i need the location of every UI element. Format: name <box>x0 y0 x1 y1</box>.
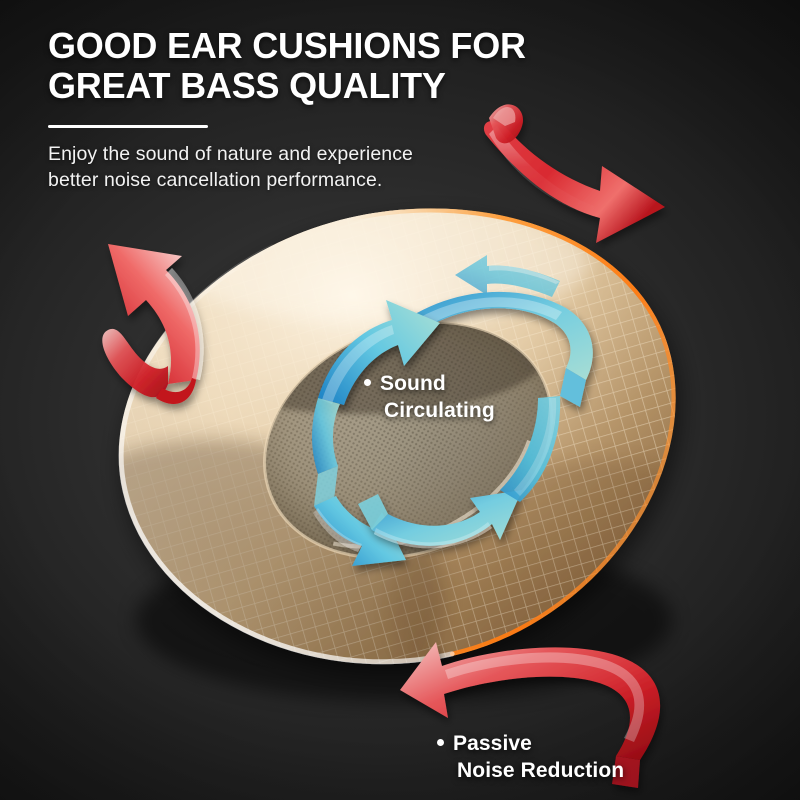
callout-passive-line1: Passive <box>453 732 532 755</box>
bullet-dot-icon <box>364 378 371 386</box>
callout-sound-line2: Circulating <box>384 399 495 422</box>
callout-sound-line1: Sound <box>380 372 446 395</box>
page-title: GOOD EAR CUSHIONS FOR GREAT BASS QUALITY <box>48 25 526 106</box>
title-divider <box>48 125 208 128</box>
callout-sound-circulating: Sound Circulating <box>364 370 495 424</box>
subtitle-text: Enjoy the sound of nature and experience… <box>48 143 414 191</box>
callout-passive-line2: Noise Reduction <box>457 759 625 782</box>
bullet-dot-icon <box>437 738 444 746</box>
callout-passive-noise-reduction: Passive Noise Reduction <box>437 730 624 784</box>
header-block: GOOD EAR CUSHIONS FOR GREAT BASS QUALITY… <box>48 26 608 193</box>
